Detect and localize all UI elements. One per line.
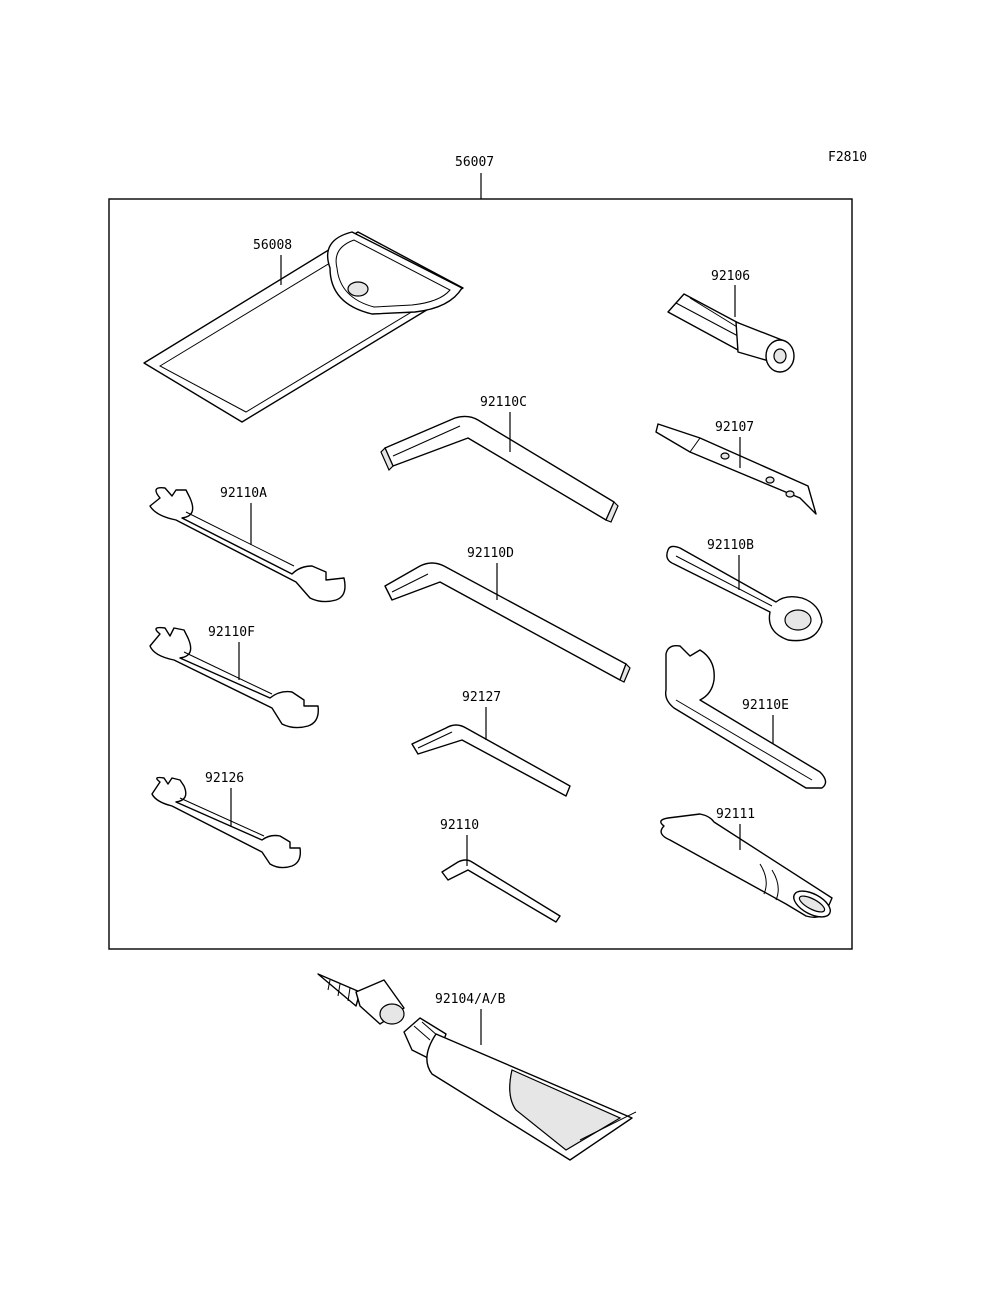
label-92110C: 92110C xyxy=(480,395,527,410)
extension-bar-92111: 92111 xyxy=(660,807,833,919)
label-92110B: 92110B xyxy=(707,538,754,553)
label-92126: 92126 xyxy=(205,771,244,786)
kit-outline-box xyxy=(108,198,853,950)
label-92110F: 92110F xyxy=(208,625,255,640)
label-92127: 92127 xyxy=(462,690,501,705)
figure-code: F2810 xyxy=(828,150,867,165)
kit-label: 56007 xyxy=(455,155,494,170)
wrench-92126: 92126 xyxy=(151,771,302,869)
wrench-92110F: 92110F xyxy=(149,625,319,729)
label-56008: 56008 xyxy=(253,238,292,253)
tool-pouch-56008: 56008 xyxy=(143,231,464,423)
ring-wrench-92110B: 92110B xyxy=(666,538,823,642)
screwdriver-92107: 92107 xyxy=(655,420,817,515)
hex-key-92110D: 92110D xyxy=(384,546,631,683)
label-92110E: 92110E xyxy=(742,698,789,713)
socket-92106: 92106 xyxy=(667,269,795,373)
grease-tube-92104: 92104/A/B xyxy=(317,973,637,1161)
hook-wrench-92110E: 92110E xyxy=(664,644,827,789)
hex-key-92127: 92127 xyxy=(411,690,571,797)
label-92110A: 92110A xyxy=(220,486,267,501)
hex-key-92110: 92110 xyxy=(440,818,561,923)
label-92110D: 92110D xyxy=(467,546,514,561)
hex-key-92110C: 92110C xyxy=(380,395,619,523)
label-92111: 92111 xyxy=(716,807,755,822)
label-92107: 92107 xyxy=(715,420,754,435)
label-92110: 92110 xyxy=(440,818,479,833)
wrench-92110A: 92110A xyxy=(149,486,346,603)
label-92106: 92106 xyxy=(711,269,750,284)
label-92104-A-B: 92104/A/B xyxy=(435,992,506,1007)
